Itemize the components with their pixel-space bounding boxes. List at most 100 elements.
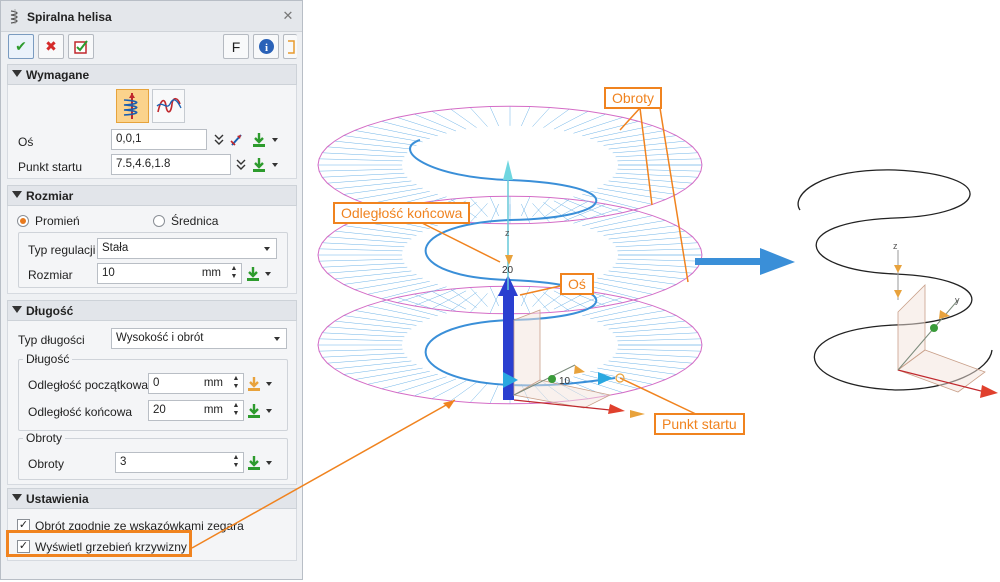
comb-hair [322,262,405,268]
turns-stepper[interactable]: ▲▼ [232,454,240,469]
pick-point-icon[interactable] [250,156,268,174]
diameter-radio[interactable] [153,215,165,227]
coordinate-box [512,309,612,409]
pick-dropdown-arrow[interactable] [272,138,278,142]
section-length-header[interactable]: Długość [7,300,297,321]
helix-type-curve-button[interactable] [152,89,185,123]
start-point-handle [598,372,613,385]
comb-hair [343,364,417,375]
apply-button[interactable] [68,34,94,59]
pick-value-icon[interactable] [245,454,263,472]
comb-hair [553,290,589,309]
radius-radio[interactable] [17,215,29,227]
end-distance-input[interactable]: 20 mm ▲▼ [148,400,244,421]
double-chevron-icon[interactable] [210,131,228,149]
reg-type-label: Typ regulacji [28,243,96,257]
turns-value: 3 [120,456,127,468]
section-size-header[interactable]: Rozmiar [7,185,297,206]
start-point-input[interactable]: 7.5,4.6,1.8 [111,154,231,175]
pick-point-icon[interactable] [250,131,268,149]
comb-hair [469,107,488,127]
cancel-button[interactable]: ✖ [38,34,64,59]
z-axis-arrowhead [503,160,513,180]
comb-hair [469,383,488,403]
comb-hair [322,172,405,178]
size-group [18,232,288,288]
pick-dropdown-arrow[interactable] [266,382,272,386]
comb-hair [603,184,677,195]
section-required-header[interactable]: Wymagane [7,64,297,85]
pick-value-icon[interactable] [245,375,263,393]
radius-label: Promień [35,214,80,228]
start-distance-label: Odległość początkowa [28,378,149,392]
pick-dropdown-arrow[interactable] [265,272,271,276]
comb-hair [543,108,570,128]
panel-title: Spiralna helisa [27,10,112,24]
comb-hair [582,301,639,317]
reverse-direction-icon[interactable] [228,131,246,149]
comb-hair [612,326,693,334]
start-distance-stepper[interactable]: ▲▼ [232,375,240,390]
clockwise-label: Obrót zgodnie ze wskazówkami zegara [35,519,244,533]
comb-hair [603,364,677,375]
end-distance-stepper[interactable]: ▲▼ [232,402,240,417]
z-axis-label: z [505,228,510,238]
start-handle [503,372,518,388]
x-axis-handle [630,410,645,418]
filter-button[interactable]: F [223,34,249,59]
size-stepper[interactable]: ▲▼ [230,265,238,280]
length-type-select[interactable]: Wysokość i obrót [111,328,287,349]
comb-hair [617,338,701,342]
callout-turns: Obroty [604,87,663,109]
comb-hair [489,286,499,307]
more-options-button[interactable] [283,34,297,59]
comb-hair [582,211,639,227]
comb-hair [573,117,623,134]
result-arrow-shaft [695,258,765,265]
y-axis-handle [548,375,556,383]
comb-hair [319,158,403,162]
start-distance-input[interactable]: 0 mm ▲▼ [148,373,244,394]
comb-hair [319,168,403,172]
ok-button[interactable]: ✔ [8,34,34,59]
result-y-axis-label: y [955,295,960,305]
callout-end-distance: Odległość końcowa [333,202,471,224]
end-distance-unit: mm [203,404,223,416]
comb-hair [327,236,408,244]
comb-hair [597,220,666,233]
callout-axis: Oś [560,273,594,295]
close-icon[interactable]: ✕ [282,8,294,23]
helix-type-axis-button[interactable] [116,89,149,123]
end-distance-value: 20 [153,404,166,416]
pick-dropdown-arrow[interactable] [272,163,278,167]
turns-input[interactable]: 3 ▲▼ [115,452,244,473]
comb-hair [343,225,417,236]
comb-hair [582,373,639,389]
comb-hair [608,180,686,190]
pick-dropdown-arrow[interactable] [266,461,272,465]
comb-hair [327,326,408,334]
axis-input[interactable]: 0,0,1 [111,129,207,150]
pick-value-icon[interactable] [244,265,262,283]
size-input[interactable]: 10 mm ▲▼ [97,263,242,284]
pick-dropdown-arrow[interactable] [266,409,272,413]
double-chevron-icon[interactable] [232,156,250,174]
axis-helix-icon [123,93,138,119]
comb-hair [563,203,607,222]
comb-hair [612,176,693,184]
tick-20-label: 20 [502,265,514,276]
info-button[interactable]: i [253,34,279,59]
comb-hair [334,320,412,330]
pick-value-icon[interactable] [245,402,263,420]
comb-hair [543,292,570,312]
comb-hair [612,236,693,244]
comb-hair [608,230,686,240]
comb-hair [489,196,499,217]
diameter-label: Średnica [171,214,219,228]
result-radius-handle [939,310,950,319]
show-comb-checkbox[interactable]: ✓ [17,540,30,553]
helix-icon [10,9,18,24]
reg-type-select[interactable]: Stała [97,238,277,259]
section-settings-header[interactable]: Ustawienia [7,488,297,509]
